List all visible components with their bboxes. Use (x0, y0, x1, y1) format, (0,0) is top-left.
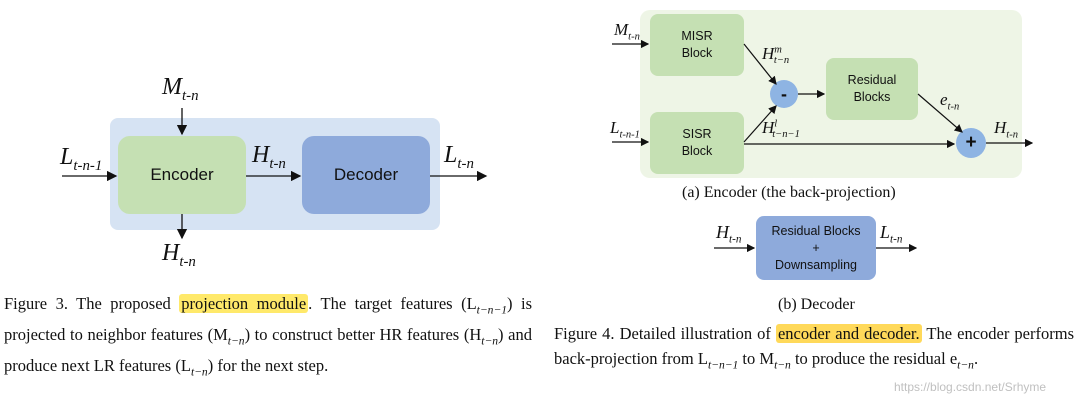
figure4-caption: Figure 4. Detailed illustration of encod… (554, 324, 1074, 371)
fig3-h-output: Ht-n (162, 240, 196, 270)
caption-highlight: encoder and decoder. (775, 324, 922, 343)
encoder-label: Encoder (150, 165, 214, 184)
encoder-subcaption: (a) Encoder (the back-projection) (682, 184, 896, 201)
encoder-block: Encoder (118, 136, 246, 214)
decoder-subcaption: (b) Decoder (778, 296, 855, 313)
fig3-l-output: Lt-n (444, 142, 474, 172)
fig3-m-input: Mt-n (162, 74, 199, 104)
residual-blocks: Residual Blocks (826, 58, 918, 120)
fig4-h-m: Hmt−n (762, 44, 790, 67)
fig4-arrows (612, 39, 1034, 253)
fig4-h-out: Ht-n (994, 118, 1018, 141)
fig4-h-l: Hlt−n−1 (762, 118, 800, 141)
fig4-m-input: Mt-n (614, 20, 640, 43)
caption-highlight: projection module (179, 294, 309, 313)
plus-node: + (956, 128, 986, 158)
decoder-block-fig4: Residual Blocks + Downsampling (756, 216, 876, 280)
decoder-block: Decoder (302, 136, 430, 214)
figure3: Encoder Decoder Mt-n Lt-n-1 Ht-n Lt-n Ht… (4, 74, 533, 378)
fig4-dec-h-in: Ht-n (716, 222, 742, 246)
misr-block: MISR Block (650, 14, 744, 76)
watermark: https://blog.csdn.net/Srhyme (894, 380, 1047, 394)
fig3-l-input: Lt-n-1 (60, 144, 103, 174)
decoder-label: Decoder (333, 165, 399, 184)
fig3-arrows (62, 108, 488, 240)
fig4-e: et-n (940, 90, 960, 113)
fig4-l-input: Lt-n-1 (610, 118, 640, 141)
figure3-caption: Figure 3. The proposed projection module… (4, 294, 533, 378)
sisr-block: SISR Block (650, 112, 744, 174)
fig4-dec-l-out: Lt-n (880, 222, 903, 246)
figure4: MISR Block SISR Block Residual Blocks - … (540, 0, 1080, 404)
fig3-h-mid: Ht-n (252, 142, 286, 172)
